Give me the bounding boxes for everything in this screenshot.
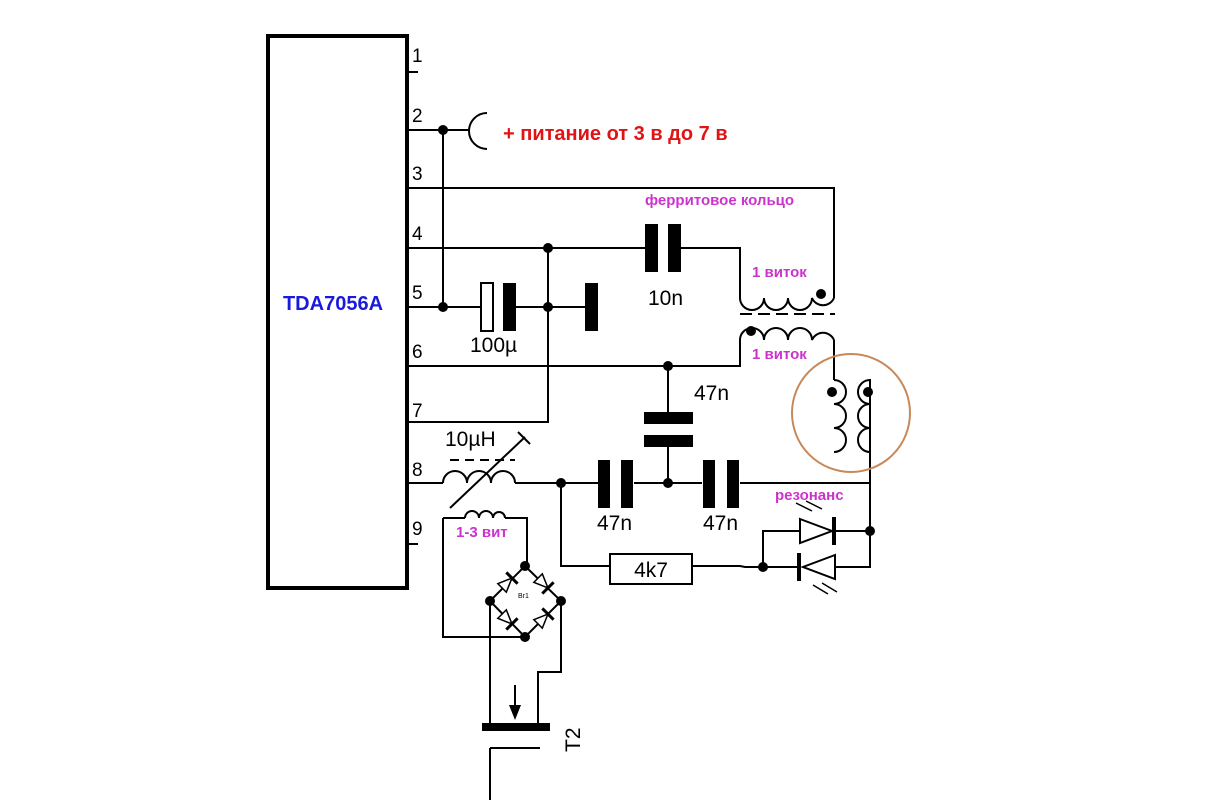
capacitor-plate (585, 283, 598, 331)
capacitor-47n-left: 47n (597, 460, 633, 535)
led-upper: резонанс (775, 487, 844, 545)
turn-label-1: 1 виток (752, 264, 807, 281)
svg-text:4k7: 4k7 (634, 559, 668, 582)
svg-text:10µH: 10µH (445, 428, 496, 451)
pin-3: 3 (412, 164, 423, 185)
svg-text:47n: 47n (703, 512, 738, 535)
pin-numbers: 1 2 3 4 5 6 7 8 9 (412, 46, 423, 540)
pin-2: 2 (412, 106, 423, 127)
svg-text:1-3 вит: 1-3 вит (456, 524, 508, 541)
turn-label-2: 1 виток (752, 346, 807, 363)
svg-text:100µ: 100µ (470, 334, 517, 357)
svg-text:10n: 10n (648, 287, 683, 310)
ferrite-ring-label: ферритовое кольцо (645, 192, 794, 209)
svg-text:47n: 47n (694, 382, 729, 405)
resonance-label: резонанс (775, 487, 844, 504)
pin-4: 4 (412, 224, 423, 245)
coupling-coil: 1-3 вит (456, 510, 508, 541)
power-label: + питание от 3 в до 7 в (503, 123, 728, 145)
ic-label: TDA7056A (283, 293, 383, 315)
ferrite-transformer: ферритовое кольцо 1 виток 1 виток (645, 192, 835, 363)
svg-text:47n: 47n (597, 512, 632, 535)
power-jack-icon (468, 112, 488, 150)
svg-text:T2: T2 (562, 727, 585, 752)
pin-9: 9 (412, 519, 423, 540)
pin-5: 5 (412, 283, 423, 304)
pin-1: 1 (412, 46, 423, 67)
svg-text:Br1: Br1 (518, 593, 529, 600)
capacitor-100u: 100µ (470, 282, 517, 357)
capacitor-10n: 10n (645, 224, 683, 310)
capacitor-47n-right: 47n (703, 460, 739, 535)
ring-coils (791, 353, 911, 473)
transistor-t2: T2 (482, 685, 585, 752)
pin-8: 8 (412, 460, 423, 481)
pin-6: 6 (412, 342, 423, 363)
ic-body (266, 34, 409, 590)
inductor-10uh: 10µH (442, 428, 531, 509)
resistor-4k7: 4k7 (609, 553, 693, 585)
capacitor-47n-top: 47n (644, 382, 729, 447)
pin-7: 7 (412, 401, 423, 422)
led-lower (797, 553, 838, 595)
diode-bridge: Br1 (488, 564, 563, 639)
